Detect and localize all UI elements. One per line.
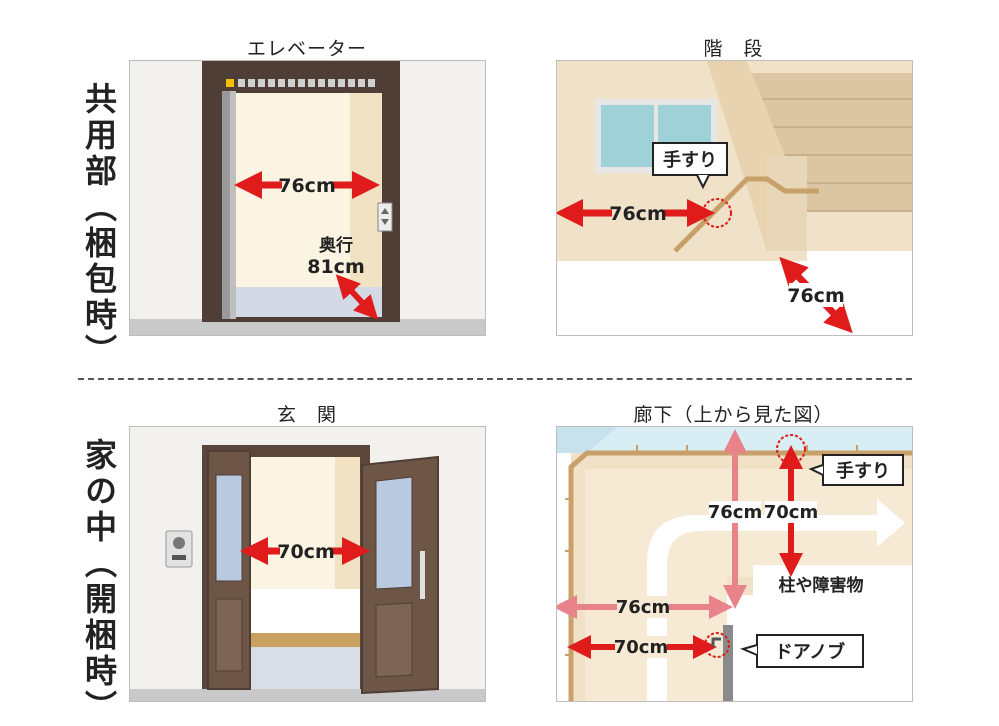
- title-hallway: 廊下（上から見た図）: [633, 404, 834, 426]
- entrance-panel: 70cm: [129, 426, 486, 702]
- entrance-illustration: 70cm: [130, 427, 485, 701]
- section-label-shared: 共用部（梱包時）: [80, 82, 118, 370]
- hallway-horizontal-clear-label: 70cm: [614, 637, 668, 658]
- hallway-doorknob-label: ドアノブ: [775, 641, 845, 663]
- hallway-panel: 76cm 70cm 柱や障害物 手すり 76cm 70cm ドアノブ: [556, 426, 913, 702]
- hallway-handrail-label: 手すり: [836, 460, 890, 482]
- hallway-vertical-clear-label: 70cm: [764, 502, 818, 523]
- section-label-home: 家の中（開梱時）: [80, 438, 118, 726]
- stairs-width-label: 76cm: [609, 203, 667, 225]
- stairs-landing-label: 76cm: [787, 285, 845, 307]
- entrance-width-label: 70cm: [277, 541, 335, 563]
- hallway-illustration: 76cm 70cm 柱や障害物 手すり 76cm 70cm ドアノブ: [557, 427, 912, 701]
- title-entrance: 玄 関: [276, 404, 337, 426]
- title-stairs: 階 段: [703, 38, 764, 60]
- stairs-illustration: 手すり 76cm 76cm: [557, 61, 912, 335]
- elevator-depth-title: 奥行: [319, 235, 353, 256]
- elevator-depth-label: 81cm: [307, 256, 365, 278]
- hallway-horizontal-total-label: 76cm: [616, 597, 670, 618]
- elevator-width-label: 76cm: [278, 175, 336, 197]
- hallway-obstacle-label: 柱や障害物: [779, 575, 864, 596]
- stairs-panel: 手すり 76cm 76cm: [556, 60, 913, 336]
- stairs-handrail-label: 手すり: [663, 149, 717, 171]
- section-divider: [78, 378, 912, 380]
- hallway-vertical-total-label: 76cm: [708, 502, 762, 523]
- title-elevator: エレベーター: [246, 38, 367, 60]
- elevator-panel: 76cm 奥行 81cm: [129, 60, 486, 336]
- elevator-illustration: 76cm 奥行 81cm: [130, 61, 485, 335]
